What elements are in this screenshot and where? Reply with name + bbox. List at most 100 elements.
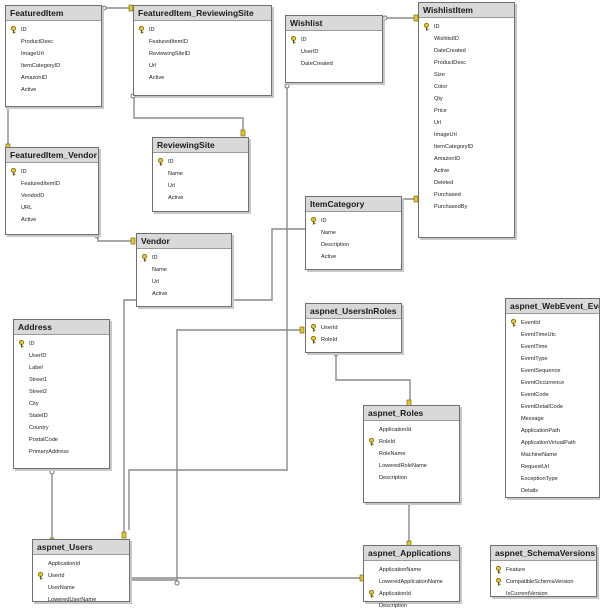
column-row[interactable]: RequestUrl [506,461,599,473]
column-row[interactable]: ApplicationVirtualPath [506,437,599,449]
column-row[interactable]: FeaturedItemID [134,36,271,48]
column-row[interactable]: Size [419,69,514,81]
column-row[interactable]: WishlistID [419,33,514,45]
column-row[interactable]: AmazonID [6,72,101,84]
column-row[interactable]: PostalCode [14,434,109,446]
column-row[interactable]: Url [153,180,248,192]
column-row[interactable]: EventType [506,353,599,365]
column-row[interactable]: ID [6,166,98,178]
column-row[interactable]: UserId [306,322,401,334]
column-row[interactable]: ApplicationId [33,558,129,570]
column-row[interactable]: AmazonID [419,153,514,165]
column-row[interactable]: ApplicationPath [506,425,599,437]
column-row[interactable]: Active [6,84,101,96]
column-row[interactable]: ID [14,338,109,350]
column-row[interactable]: RoleId [306,334,401,346]
column-row[interactable]: Feature [491,564,596,576]
column-row[interactable]: ImageUrl [6,48,101,60]
column-row[interactable]: DateCreated [286,58,382,70]
column-row[interactable]: DateCreated [419,45,514,57]
column-row[interactable]: MachineName [506,449,599,461]
column-row[interactable]: URL [6,202,98,214]
column-row[interactable]: City [14,398,109,410]
table-aspnet-webevent-events[interactable]: aspnet_WebEvent_Events EventIdEventTimeU… [505,298,600,498]
column-row[interactable]: Name [137,264,231,276]
column-row[interactable]: FeaturedItemID [6,178,98,190]
column-row[interactable]: ID [153,156,248,168]
column-row[interactable]: ApplicationId [364,424,459,436]
column-row[interactable]: ID [137,252,231,264]
column-row[interactable]: ProductDesc [419,57,514,69]
column-row[interactable]: ItemCategoryID [419,141,514,153]
column-row[interactable]: Active [419,165,514,177]
column-row[interactable]: RoleName [364,448,459,460]
column-row[interactable]: Description [364,600,459,612]
column-row[interactable]: UserID [286,46,382,58]
column-row[interactable]: EventTime [506,341,599,353]
column-row[interactable]: RoleId [364,436,459,448]
column-row[interactable]: VendorID [6,190,98,202]
column-row[interactable]: Active [134,72,271,84]
column-row[interactable]: StateID [14,410,109,422]
column-row[interactable]: ApplicationId [364,588,459,600]
column-row[interactable]: Name [306,227,401,239]
column-row[interactable]: PrimaryAddress [14,446,109,458]
column-row[interactable]: Details [506,485,599,497]
column-row[interactable]: ID [6,24,101,36]
column-row[interactable]: ProductDesc [6,36,101,48]
column-row[interactable]: EventId [506,317,599,329]
column-row[interactable]: IsCurrentVersion [491,588,596,600]
column-row[interactable]: Color [419,81,514,93]
column-row[interactable]: Description [306,239,401,251]
column-row[interactable]: EventCode [506,389,599,401]
column-row[interactable]: EventDetailCode [506,401,599,413]
column-row[interactable]: Url [137,276,231,288]
column-row[interactable]: LoweredApplicationName [364,576,459,588]
column-row[interactable]: ID [306,215,401,227]
column-row[interactable]: Price [419,105,514,117]
column-row[interactable]: Name [153,168,248,180]
column-row[interactable]: Street1 [14,374,109,386]
column-row[interactable]: PurchasedBy [419,201,514,213]
column-row[interactable]: ReviewingSiteID [134,48,271,60]
column-row[interactable]: ID [134,24,271,36]
column-row[interactable]: EventTimeUtc [506,329,599,341]
column-row[interactable]: EventSequence [506,365,599,377]
column-row[interactable]: ID [419,21,514,33]
column-row[interactable]: ID [286,34,382,46]
column-row[interactable]: Country [14,422,109,434]
column-row[interactable]: LoweredUserName [33,594,129,606]
column-row[interactable]: Url [134,60,271,72]
column-row[interactable]: Street2 [14,386,109,398]
column-row[interactable]: ImageUrl [419,129,514,141]
column-row[interactable]: Active [137,288,231,300]
column-row[interactable]: UserId [33,570,129,582]
column-row[interactable]: Purchased [419,189,514,201]
column-row[interactable]: Active [153,192,248,204]
column-row[interactable]: ItemCategoryID [6,60,101,72]
column-row[interactable]: Active [306,251,401,263]
column-row[interactable]: LoweredRoleName [364,460,459,472]
column-row[interactable]: UserID [14,350,109,362]
column-row[interactable]: EventOccurrence [506,377,599,389]
column-row[interactable]: Label [14,362,109,374]
column-row[interactable]: ExceptionType [506,473,599,485]
column-row[interactable]: Message [506,413,599,425]
column-row[interactable]: UserName [33,582,129,594]
column-row[interactable]: Url [419,117,514,129]
column-row[interactable]: CompatibleSchemaVersion [491,576,596,588]
